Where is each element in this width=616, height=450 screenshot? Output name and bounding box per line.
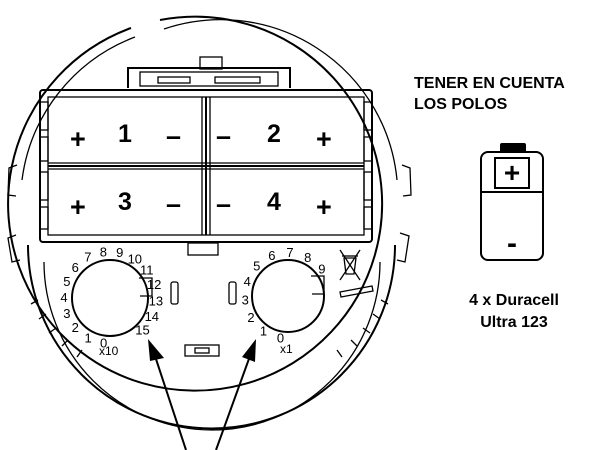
dial_x1-number-2: 2 (247, 310, 254, 325)
dial_x1-number-3: 3 (242, 293, 249, 308)
slot-1-left-pole: + (70, 124, 86, 154)
polarity-note-line1: TENER EN CUENTA (414, 75, 565, 92)
dial_x10-number-13: 13 (149, 293, 163, 308)
dial_x1-number-1: 1 (260, 323, 267, 338)
dial_x10-number-10: 10 (128, 251, 142, 266)
battery-minus: - (507, 227, 517, 260)
slot-2-left-pole: – (216, 121, 231, 151)
bottom-clip (184, 344, 220, 357)
indicator-slot-right (228, 281, 237, 305)
dial_x10-number-9: 9 (116, 245, 123, 260)
dial_x1-number-8: 8 (304, 250, 311, 265)
dial-x1-caption: x1 (280, 342, 293, 356)
slot-3-left-pole: + (70, 192, 86, 222)
arrow-right-head (242, 339, 256, 362)
slot-2-right-pole: + (316, 124, 332, 154)
battery-spec: 4 x Duracell Ultra 123 (454, 290, 574, 334)
slot-2: – 2 + (216, 120, 332, 154)
dial-x10-caption: x10 (99, 344, 119, 358)
slot-4-left-pole: – (216, 189, 231, 219)
battery-spec-line2: Ultra 123 (480, 314, 548, 331)
slot-4-number: 4 (267, 188, 281, 216)
dial_x1-number-0: 0 (277, 330, 284, 345)
slot-4-right-pole: + (316, 192, 332, 222)
disposal-icon (339, 249, 361, 281)
dial_x1-number-5: 5 (253, 259, 260, 274)
latch-tab (127, 56, 291, 88)
battery-spec-line1: 4 x Duracell (469, 292, 559, 309)
dial_x10-number-6: 6 (72, 260, 79, 275)
indicator-slot-left (170, 281, 179, 305)
dial_x10-number-8: 8 (100, 245, 107, 260)
battery-compartment (39, 89, 373, 256)
dial_x10-number-4: 4 (60, 290, 67, 305)
dial_x10-number-15: 15 (135, 323, 149, 338)
pointer-arrows (148, 339, 256, 450)
housing-ribs (30, 299, 389, 358)
slot-3: + 3 – (70, 188, 181, 222)
slot-3-number: 3 (118, 188, 132, 216)
slot-1-number: 1 (118, 120, 132, 148)
housing-outline (7, 15, 412, 431)
dial_x10-number-11: 11 (140, 262, 154, 277)
dial_x1-number-6: 6 (268, 248, 275, 263)
dial_x10-number-14: 14 (145, 309, 159, 324)
battery-plus: + (504, 157, 520, 188)
slot-2-number: 2 (267, 120, 281, 148)
dial_x10-number-3: 3 (63, 306, 70, 321)
dial_x10-number-5: 5 (63, 274, 70, 289)
housing-detail (339, 285, 374, 298)
dial_x10-number-12: 12 (147, 277, 161, 292)
slot-3-right-pole: – (166, 189, 181, 219)
arrow-left-head (148, 339, 164, 361)
dial_x1-number-4: 4 (244, 274, 251, 289)
dial_x10-number-1: 1 (84, 330, 91, 345)
dial_x10-number-0: 0 (100, 336, 107, 351)
slot-4: – 4 + (216, 188, 332, 222)
polarity-note: TENER EN CUENTA LOS POLOS (414, 73, 565, 115)
battery-icon: + - (480, 143, 544, 261)
dial_x10-number-7: 7 (84, 250, 91, 265)
slot-1: + 1 – (70, 120, 181, 154)
dial_x1-number-7: 7 (286, 245, 293, 260)
slot-1-right-pole: – (166, 121, 181, 151)
dial_x1-number-9: 9 (318, 262, 325, 277)
dial_x10-number-2: 2 (72, 320, 79, 335)
polarity-note-line2: LOS POLOS (414, 96, 508, 113)
